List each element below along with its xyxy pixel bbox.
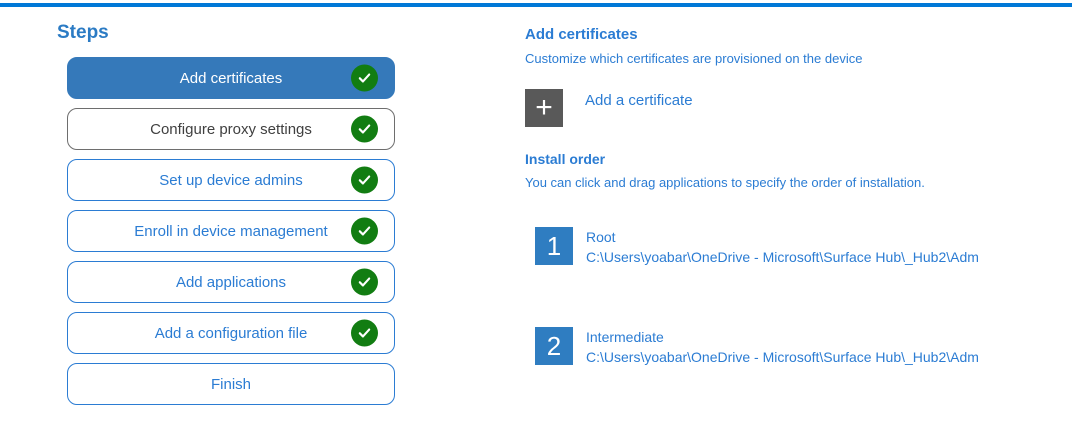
check-icon <box>351 268 378 296</box>
add-certificate-label: Add a certificate <box>585 92 693 109</box>
step-button-add-applications[interactable]: Add applications <box>67 261 395 303</box>
certificate-name: Root <box>586 229 616 245</box>
step-button-add-a-configuration-file[interactable]: Add a configuration file <box>67 312 395 354</box>
top-accent-bar <box>0 3 1072 7</box>
content-section-title: Add certificates <box>525 26 638 43</box>
step-button-configure-proxy-settings[interactable]: Configure proxy settings <box>67 108 395 150</box>
step-button-set-up-device-admins[interactable]: Set up device admins <box>67 159 395 201</box>
order-number-badge: 2 <box>535 327 573 365</box>
step-label: Add applications <box>175 273 287 291</box>
step-button-enroll-in-device-management[interactable]: Enroll in device management <box>67 210 395 252</box>
install-order-title: Install order <box>525 151 606 167</box>
plus-icon[interactable]: + <box>525 89 563 127</box>
certificate-text: Intermediate C:\Users\yoabar\OneDrive - … <box>586 327 979 367</box>
install-order-item-intermediate[interactable]: 2 Intermediate C:\Users\yoabar\OneDrive … <box>535 327 979 367</box>
check-icon <box>351 319 378 347</box>
step-label: Finish <box>210 375 251 393</box>
order-number-badge: 1 <box>535 227 573 265</box>
step-label: Configure proxy settings <box>150 120 312 138</box>
steps-panel-title: Steps <box>57 22 109 43</box>
step-label: Add a configuration file <box>154 324 308 342</box>
check-icon <box>351 166 378 194</box>
content-section-subtitle: Customize which certificates are provisi… <box>525 51 863 66</box>
step-button-add-certificates[interactable]: Add certificates <box>67 57 395 99</box>
certificate-name: Intermediate <box>586 329 664 345</box>
step-label: Add certificates <box>179 69 283 87</box>
certificate-text: Root C:\Users\yoabar\OneDrive - Microsof… <box>586 227 979 267</box>
check-icon <box>351 64 378 92</box>
install-order-item-root[interactable]: 1 Root C:\Users\yoabar\OneDrive - Micros… <box>535 227 979 267</box>
install-order-subtitle: You can click and drag applications to s… <box>525 175 925 190</box>
step-label: Set up device admins <box>159 171 303 189</box>
step-button-finish[interactable]: Finish <box>67 363 395 405</box>
check-icon <box>351 115 378 143</box>
certificate-path: C:\Users\yoabar\OneDrive - Microsoft\Sur… <box>586 249 979 265</box>
add-certificate-button[interactable]: + Add a certificate <box>525 89 693 127</box>
check-icon <box>351 217 378 245</box>
step-label: Enroll in device management <box>134 222 328 240</box>
steps-list: Add certificates Configure proxy setting… <box>67 57 395 405</box>
certificate-path: C:\Users\yoabar\OneDrive - Microsoft\Sur… <box>586 349 979 365</box>
